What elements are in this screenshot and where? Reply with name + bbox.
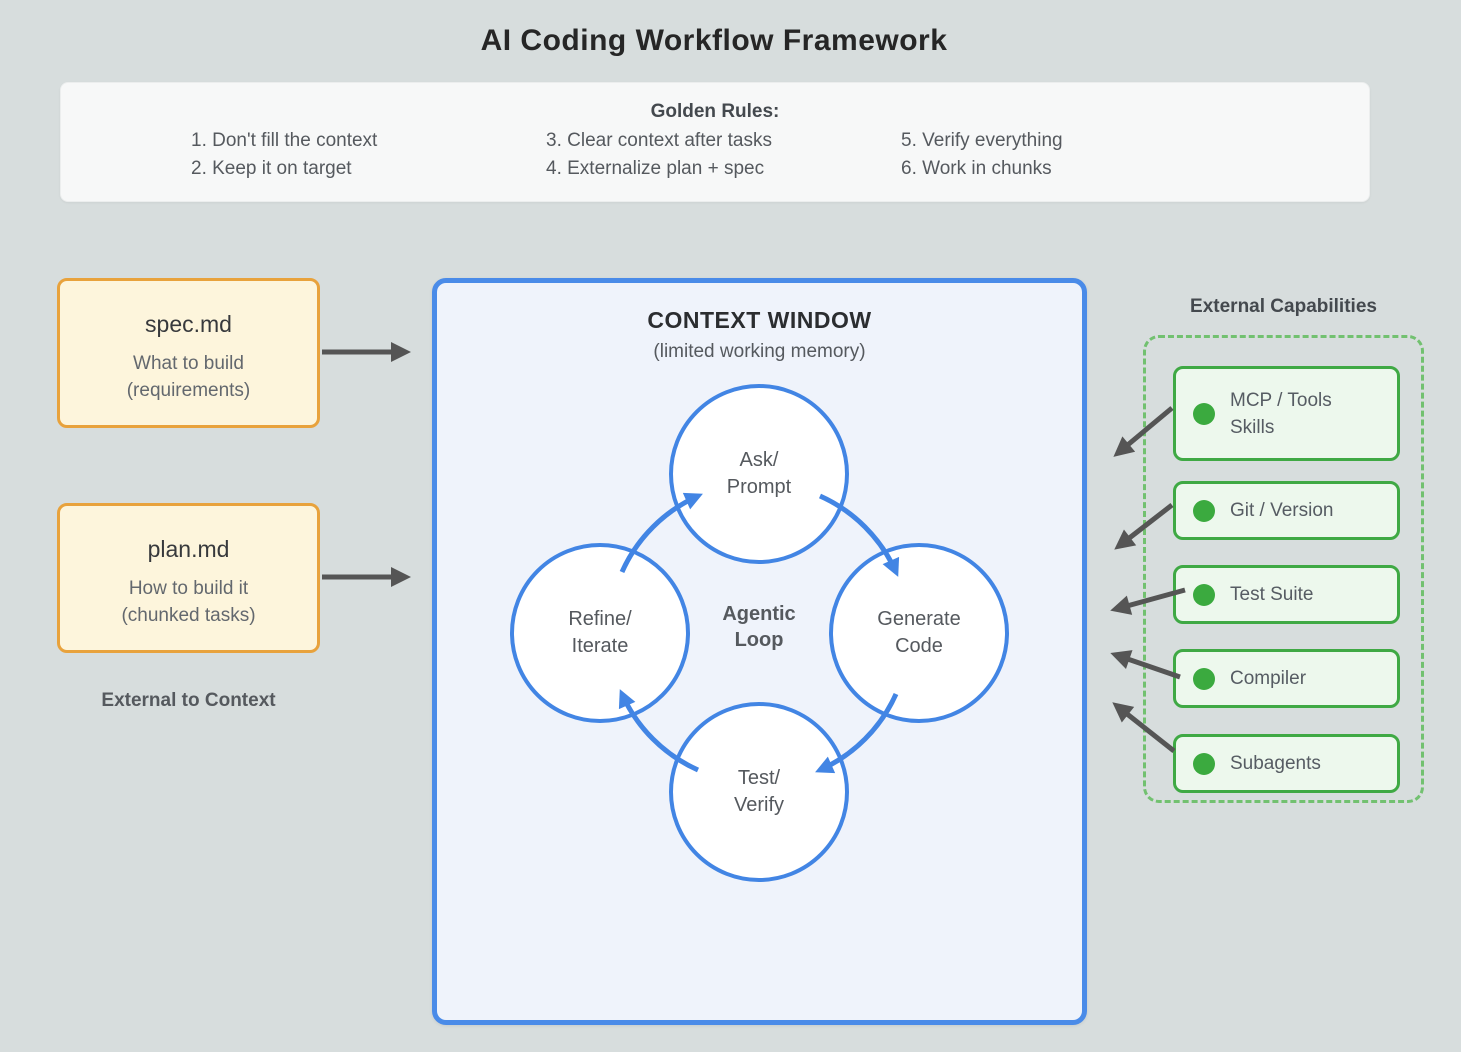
context-window-title: CONTEXT WINDOW (647, 307, 872, 333)
loop-node-ask-prompt: Ask/ Prompt (669, 384, 849, 564)
capability-dot-icon (1193, 402, 1215, 425)
spec-file-description: What to build (requirements) (60, 350, 317, 404)
spec-desc-line2: (requirements) (126, 380, 251, 401)
loop-node-label: Prompt (726, 476, 792, 498)
capability-dot-icon (1193, 583, 1215, 606)
plan-file-description: How to build it (chunked tasks) (60, 575, 317, 629)
capability-label: Test Suite (1230, 584, 1314, 605)
capability-label: MCP / Tools Skills (1230, 387, 1332, 441)
external-to-context-caption: External to Context (101, 690, 276, 711)
capability-test-suite: Test Suite (1173, 565, 1400, 624)
golden-rules-panel: Golden Rules: 1. Don't fill the context … (60, 82, 1370, 202)
plan-file-title: plan.md (147, 536, 230, 562)
loop-node-label: Ask/ (739, 449, 779, 471)
agentic-loop-label-line2: Loop (734, 629, 784, 651)
capability-mcp-tools-skills: MCP / Tools Skills (1173, 366, 1400, 461)
capability-label: Subagents (1230, 753, 1321, 774)
external-capabilities-container: MCP / Tools Skills Git / Version Test Su… (1143, 335, 1424, 803)
loop-node-generate-code: Generate Code (829, 543, 1009, 723)
capability-dot-icon (1193, 667, 1215, 690)
loop-node-refine-iterate: Refine/ Iterate (510, 543, 690, 723)
loop-node-test-verify: Test/ Verify (669, 702, 849, 882)
loop-node-label: Code (895, 635, 943, 657)
capability-subagents: Subagents (1173, 734, 1400, 793)
spec-desc-line1: What to build (133, 353, 244, 374)
context-window-subtitle: (limited working memory) (653, 341, 866, 362)
golden-rules-column-3: 5. Verify everything 6. Work in chunks (901, 127, 1063, 183)
capability-label: Compiler (1230, 668, 1307, 689)
context-window-panel: CONTEXT WINDOW (limited working memory) … (432, 278, 1087, 1025)
loop-node-label: Iterate (571, 635, 629, 657)
plan-file-card: plan.md How to build it (chunked tasks) (57, 503, 320, 653)
plan-desc-line1: How to build it (128, 578, 249, 599)
spec-file-card: spec.md What to build (requirements) (57, 278, 320, 428)
loop-node-label: Generate (877, 608, 961, 630)
loop-node-label: Refine/ (568, 608, 632, 630)
golden-rule: 1. Don't fill the context (191, 130, 378, 151)
capability-label: Git / Version (1230, 500, 1334, 521)
golden-rule: 5. Verify everything (901, 130, 1063, 151)
agentic-loop-label: Agentic Loop (669, 601, 849, 653)
page-title: AI Coding Workflow Framework (480, 24, 948, 57)
agentic-loop-label-line1: Agentic (722, 603, 796, 625)
golden-rule: 6. Work in chunks (901, 158, 1052, 179)
external-capabilities-title: External Capabilities (1190, 296, 1377, 317)
golden-rule: 2. Keep it on target (191, 158, 352, 179)
capability-git-version: Git / Version (1173, 481, 1400, 540)
spec-file-title: spec.md (145, 311, 232, 337)
golden-rule: 4. Externalize plan + spec (546, 158, 765, 179)
capability-dot-icon (1193, 499, 1215, 522)
plan-desc-line2: (chunked tasks) (121, 605, 256, 626)
loop-node-label: Test/ (737, 767, 781, 789)
golden-rules-column-1: 1. Don't fill the context 2. Keep it on … (191, 127, 377, 183)
capability-label-line2: Skills (1230, 416, 1275, 438)
loop-node-label: Verify (733, 794, 785, 816)
capability-label-line1: MCP / Tools (1230, 389, 1332, 411)
golden-rules-column-2: 3. Clear context after tasks 4. External… (546, 127, 772, 183)
capability-compiler: Compiler (1173, 649, 1400, 708)
golden-rules-heading: Golden Rules: (650, 101, 780, 122)
golden-rule: 3. Clear context after tasks (546, 130, 772, 151)
capability-dot-icon (1193, 752, 1215, 775)
